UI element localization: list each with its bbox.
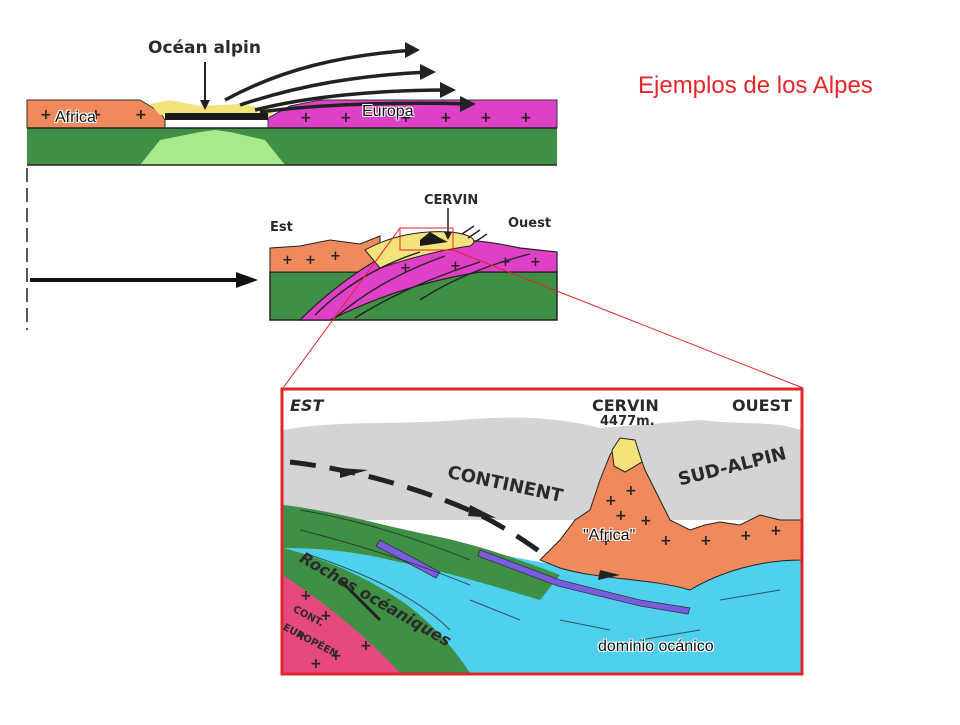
zoom-oceanic-rocks bbox=[283, 505, 560, 600]
svg-text:+: + bbox=[40, 107, 52, 123]
svg-text:+: + bbox=[135, 107, 147, 123]
zoom-purple-bands bbox=[375, 539, 691, 615]
svg-text:+: + bbox=[615, 508, 627, 524]
svg-text:+: + bbox=[500, 255, 511, 270]
svg-text:+: + bbox=[700, 533, 712, 549]
svg-text:+: + bbox=[605, 493, 617, 509]
page-title: Ejemplos de los Alpes bbox=[638, 72, 873, 99]
middle-est-label: Est bbox=[270, 220, 293, 235]
zoom-africa-label: "Africa" bbox=[583, 527, 636, 544]
svg-text:+: + bbox=[625, 483, 637, 499]
svg-text:+: + bbox=[305, 253, 316, 268]
svg-text:+: + bbox=[400, 261, 411, 276]
svg-text:+: + bbox=[340, 110, 352, 126]
svg-text:+: + bbox=[740, 528, 752, 544]
svg-text:+: + bbox=[440, 110, 452, 126]
svg-text:+: + bbox=[310, 656, 322, 672]
top-mantle-layer bbox=[27, 128, 557, 165]
zoom-panel: +++ +++ +++ +++ +++ bbox=[280, 387, 804, 676]
svg-text:+: + bbox=[450, 259, 461, 274]
svg-text:+: + bbox=[520, 110, 532, 126]
zoom-sky-clouds bbox=[283, 417, 801, 520]
zoom-connector-left bbox=[282, 227, 401, 389]
europa-label: Europa bbox=[362, 103, 414, 120]
svg-text:+: + bbox=[360, 638, 372, 654]
svg-text:+: + bbox=[600, 533, 612, 549]
svg-text:+: + bbox=[320, 608, 332, 624]
svg-text:+: + bbox=[530, 255, 541, 270]
middle-cervin-label: CERVIN bbox=[424, 193, 479, 208]
svg-text:+: + bbox=[400, 110, 412, 126]
top-cross-section: + + + + + + + + + bbox=[26, 42, 558, 166]
zoom-altitude-label: 4477m. bbox=[600, 414, 655, 429]
svg-text:+: + bbox=[660, 533, 672, 549]
top-crosses: + + + + + + + + + bbox=[40, 107, 532, 126]
zoom-cervin-label: CERVIN bbox=[592, 396, 659, 415]
svg-text:+: + bbox=[295, 628, 307, 644]
top-oceanic-crust bbox=[165, 113, 268, 120]
svg-text:+: + bbox=[282, 253, 293, 268]
svg-text:+: + bbox=[330, 249, 341, 264]
top-movement-arrows bbox=[224, 48, 471, 114]
zoom-connector-right bbox=[452, 249, 804, 389]
svg-text:+: + bbox=[330, 648, 342, 664]
svg-text:+: + bbox=[300, 110, 312, 126]
middle-europe-nappes bbox=[298, 238, 558, 321]
middle-cross-section: + + + + + + + bbox=[30, 208, 558, 321]
zoom-ouest-label: OUEST bbox=[732, 396, 792, 415]
zoom-est-label: EST bbox=[290, 396, 324, 415]
svg-text:+: + bbox=[480, 110, 492, 126]
middle-africa-plate bbox=[269, 235, 381, 273]
svg-text:+: + bbox=[770, 523, 782, 539]
top-asthenosphere-bulge bbox=[140, 130, 285, 165]
zoom-dominio-label: dominio ocánico bbox=[598, 638, 714, 655]
zoom-continent-europeen bbox=[283, 575, 400, 673]
svg-text:+: + bbox=[300, 588, 312, 604]
svg-text:+: + bbox=[90, 107, 102, 123]
zoom-source-box bbox=[399, 227, 454, 251]
ocean-alpin-label: Océan alpin bbox=[148, 38, 261, 58]
zoom-cervin-summit bbox=[611, 437, 643, 473]
africa-label: Africa bbox=[55, 109, 96, 126]
zoom-frame bbox=[280, 387, 804, 676]
svg-text:+: + bbox=[640, 513, 652, 529]
middle-ouest-label: Ouest bbox=[508, 216, 552, 231]
